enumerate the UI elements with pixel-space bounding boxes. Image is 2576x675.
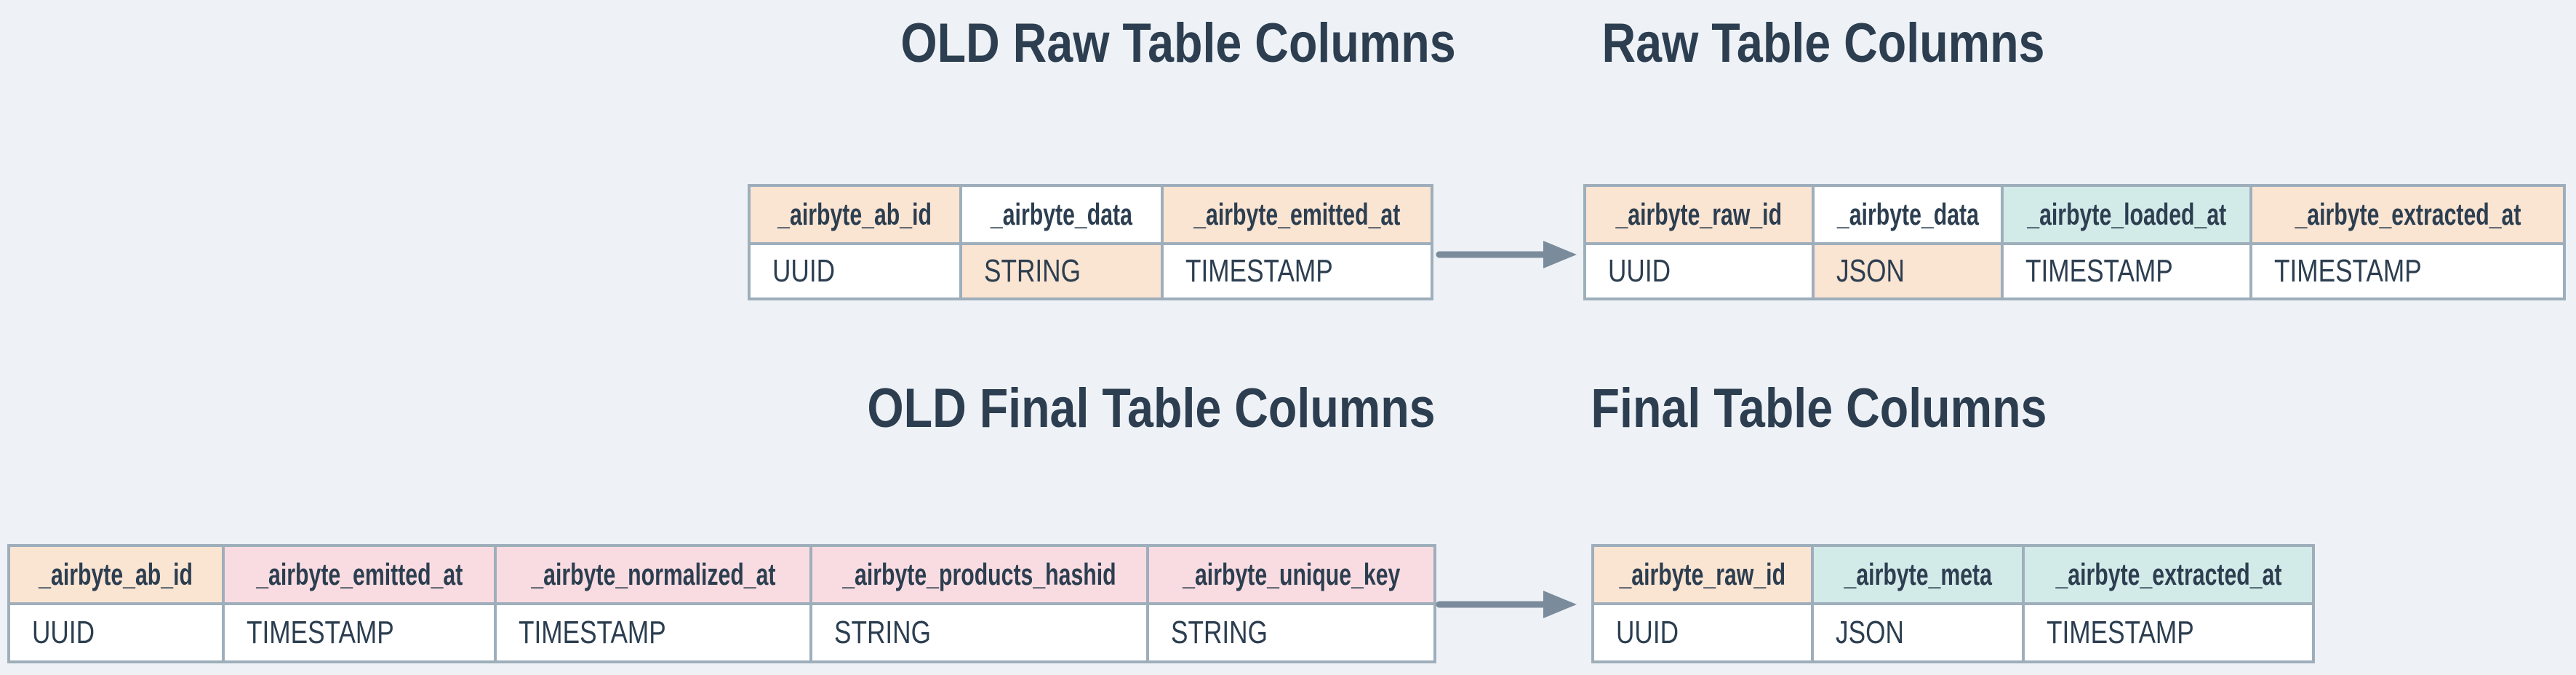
column-header-cell-label: _airbyte_raw_id — [1619, 557, 1786, 591]
column-header-cell-label: _airbyte_data — [1836, 197, 1979, 231]
column-header-cell: _airbyte_raw_id — [1586, 187, 1812, 242]
column-type-cell: UUID — [10, 605, 222, 660]
column-type-cell-label: STRING — [1171, 615, 1268, 650]
column-type-cell: JSON — [1815, 245, 2001, 297]
column-header-cell: _airbyte_normalized_at — [497, 547, 809, 602]
column-type-cell-label: STRING — [984, 253, 1081, 289]
column-type-cell-label: UUID — [32, 615, 95, 650]
column-header-cell-label: _airbyte_ab_id — [777, 197, 932, 231]
column-header-cell: _airbyte_unique_key — [1149, 547, 1433, 602]
column-header-cell: _airbyte_extracted_at — [2252, 187, 2563, 242]
column-type-cell: TIMESTAMP — [1164, 245, 1431, 297]
column-type-cell: UUID — [1586, 245, 1812, 297]
raw-table: _airbyte_raw_id _airbyte_data _airbyte_loa… — [1583, 184, 2566, 300]
arrow-right-icon — [1436, 241, 1577, 268]
column-type-cell: UUID — [751, 245, 959, 297]
column-header-cell-label: _airbyte_ab_id — [39, 557, 193, 591]
column-header-cell-label: _airbyte_normalized_at — [530, 557, 776, 591]
column-type-cell-label: TIMESTAMP — [2025, 253, 2173, 289]
column-header-cell: _airbyte_loaded_at — [2004, 187, 2249, 242]
column-header-cell: _airbyte_data — [962, 187, 1161, 242]
column-type-cell-label: JSON — [1836, 615, 1904, 650]
column-header-cell-label: _airbyte_emitted_at — [1193, 197, 1401, 231]
old-final-table-title: OLD Final Table Columns — [867, 378, 1436, 439]
column-type-cell-label: TIMESTAMP — [1185, 253, 1333, 289]
column-header-cell-label: _airbyte_meta — [1844, 557, 1992, 591]
column-header-cell: _airbyte_extracted_at — [2025, 547, 2312, 602]
column-header-cell-label: _airbyte_raw_id — [1615, 197, 1783, 231]
column-type-cell: STRING — [962, 245, 1161, 297]
column-type-cell: TIMESTAMP — [225, 605, 494, 660]
column-type-cell-label: UUID — [1608, 253, 1671, 289]
column-type-cell: TIMESTAMP — [2025, 605, 2312, 660]
column-type-cell-label: TIMESTAMP — [2047, 615, 2194, 650]
column-type-cell-label: TIMESTAMP — [519, 615, 666, 650]
column-header-cell-label: _airbyte_unique_key — [1182, 557, 1401, 591]
column-header-cell: _airbyte_emitted_at — [225, 547, 494, 602]
column-header-cell-label: _airbyte_loaded_at — [2027, 197, 2226, 231]
column-header-cell-label: _airbyte_extracted_at — [2055, 557, 2281, 591]
column-type-cell: TIMESTAMP — [2252, 245, 2563, 297]
arrow-right-icon — [1436, 591, 1577, 618]
column-header-cell-label: _airbyte_extracted_at — [2295, 197, 2521, 231]
column-type-cell-label: STRING — [834, 615, 931, 650]
column-header-cell: _airbyte_raw_id — [1594, 547, 1811, 602]
column-header-cell-label: _airbyte_products_hashid — [842, 557, 1116, 591]
column-type-cell: STRING — [812, 605, 1146, 660]
old-raw-table: _airbyte_ab_id _airbyte_data _airbyte_emit… — [748, 184, 1433, 300]
column-type-cell: JSON — [1814, 605, 2022, 660]
column-type-cell: TIMESTAMP — [2004, 245, 2249, 297]
column-header-cell: _airbyte_emitted_at — [1164, 187, 1431, 242]
column-type-cell-label: TIMESTAMP — [2274, 253, 2422, 289]
final-table-title: Final Table Columns — [1591, 378, 2047, 439]
final-table: _airbyte_raw_id _airbyte_meta _airbyte_ext… — [1591, 544, 2315, 663]
column-type-cell-label: JSON — [1836, 253, 1905, 289]
column-type-cell: UUID — [1594, 605, 1811, 660]
column-header-cell-label: _airbyte_data — [991, 197, 1132, 231]
column-type-cell-label: UUID — [1616, 615, 1679, 650]
column-header-cell-label: _airbyte_emitted_at — [255, 557, 463, 591]
raw-table-title: Raw Table Columns — [1601, 12, 2045, 74]
column-header-cell: _airbyte_products_hashid — [812, 547, 1146, 602]
old-final-table: _airbyte_ab_id _airbyte_emitted_at _airbyt… — [7, 544, 1436, 663]
column-header-cell: _airbyte_meta — [1814, 547, 2022, 602]
old-raw-table-title: OLD Raw Table Columns — [900, 12, 1456, 74]
column-type-cell: STRING — [1149, 605, 1433, 660]
column-header-cell: _airbyte_data — [1815, 187, 2001, 242]
column-type-cell: TIMESTAMP — [497, 605, 809, 660]
column-header-cell: _airbyte_ab_id — [10, 547, 222, 602]
column-type-cell-label: TIMESTAMP — [247, 615, 394, 650]
column-header-cell: _airbyte_ab_id — [751, 187, 959, 242]
column-type-cell-label: UUID — [772, 253, 836, 289]
